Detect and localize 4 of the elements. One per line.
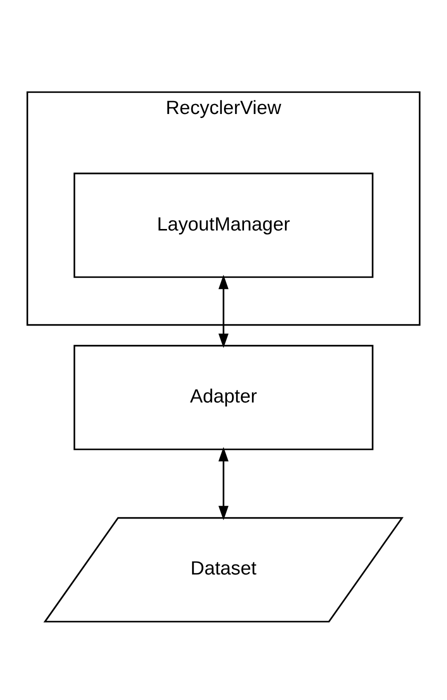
arrow (218, 274, 229, 348)
node-box: LayoutManager (74, 172, 374, 278)
node-box: Adapter (74, 344, 374, 450)
arrow (218, 446, 229, 520)
